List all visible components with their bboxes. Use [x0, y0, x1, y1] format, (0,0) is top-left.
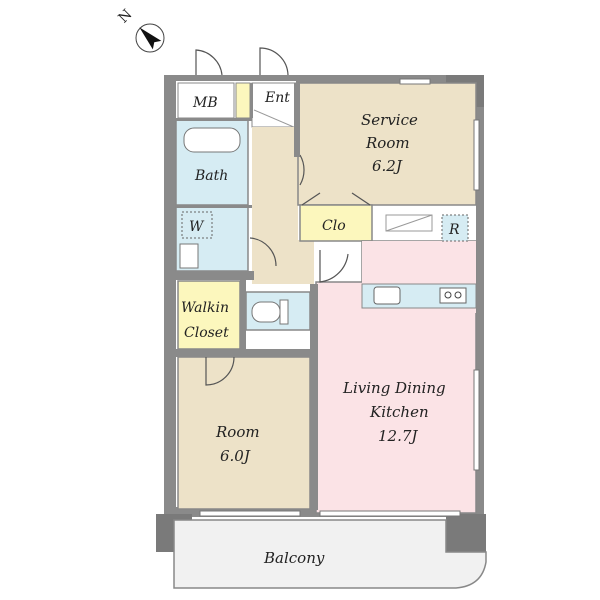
ldk-label-line1: Living Dining — [342, 379, 446, 397]
toilet-tank-icon — [279, 299, 289, 325]
burner-right-icon — [454, 291, 462, 299]
washroom-door-swing — [249, 237, 277, 267]
washroom-label: W — [189, 219, 205, 235]
room-name: Room — [215, 423, 260, 441]
service-room-size: 6.2J — [372, 157, 403, 175]
service-room — [297, 82, 477, 206]
closet-door-swing-right — [351, 192, 371, 206]
closet-door-swing-left — [301, 192, 321, 206]
shoe-cabinet — [235, 82, 251, 119]
service-room-name-2: Room — [365, 134, 410, 152]
mb-space — [177, 82, 235, 119]
service-room-side-window — [473, 119, 480, 191]
ldk-window — [473, 369, 480, 471]
service-room-name: Service — [361, 111, 418, 129]
fridge-label: R — [448, 222, 460, 238]
room-size: 6.0J — [220, 447, 251, 465]
room-door-swing — [205, 356, 235, 386]
fridge-space — [441, 214, 469, 242]
mb-label: MB — [192, 95, 218, 111]
sink-icon — [373, 286, 401, 305]
ldk-balcony-window — [319, 510, 461, 517]
entrance-step-line — [253, 109, 297, 129]
room-balcony-window — [199, 510, 301, 517]
balcony — [173, 519, 487, 589]
ldk-size: 12.7J — [378, 427, 418, 445]
compass-north-label: N — [116, 7, 136, 27]
inner-walls — [176, 83, 318, 510]
ldk-label-line2: Kitchen — [369, 403, 429, 421]
toilet-icon — [251, 301, 281, 323]
balcony-label: Balcony — [263, 549, 325, 567]
walkin-closet-line1: Walkin — [181, 300, 229, 316]
entry-door-swings — [195, 47, 289, 76]
compass: N — [116, 7, 165, 53]
entrance-label: Ent — [264, 90, 290, 106]
range-hood-diagonal — [385, 214, 433, 232]
north-arrow-icon — [135, 23, 165, 53]
hallway-lower — [252, 240, 314, 284]
closet — [299, 204, 373, 242]
closet-label: Clo — [322, 218, 346, 234]
ldk-door-swing — [319, 250, 349, 283]
bathtub-icon — [183, 127, 241, 153]
bath-label: Bath — [194, 168, 228, 184]
walkin-closet — [177, 280, 241, 350]
walkin-closet-line2: Closet — [184, 325, 229, 341]
room — [177, 356, 311, 510]
service-room-door-swing — [299, 154, 305, 186]
washbasin-icon — [179, 243, 199, 269]
burner-left-icon — [444, 291, 452, 299]
service-room-window — [399, 78, 431, 85]
stove-icon — [439, 287, 467, 304]
